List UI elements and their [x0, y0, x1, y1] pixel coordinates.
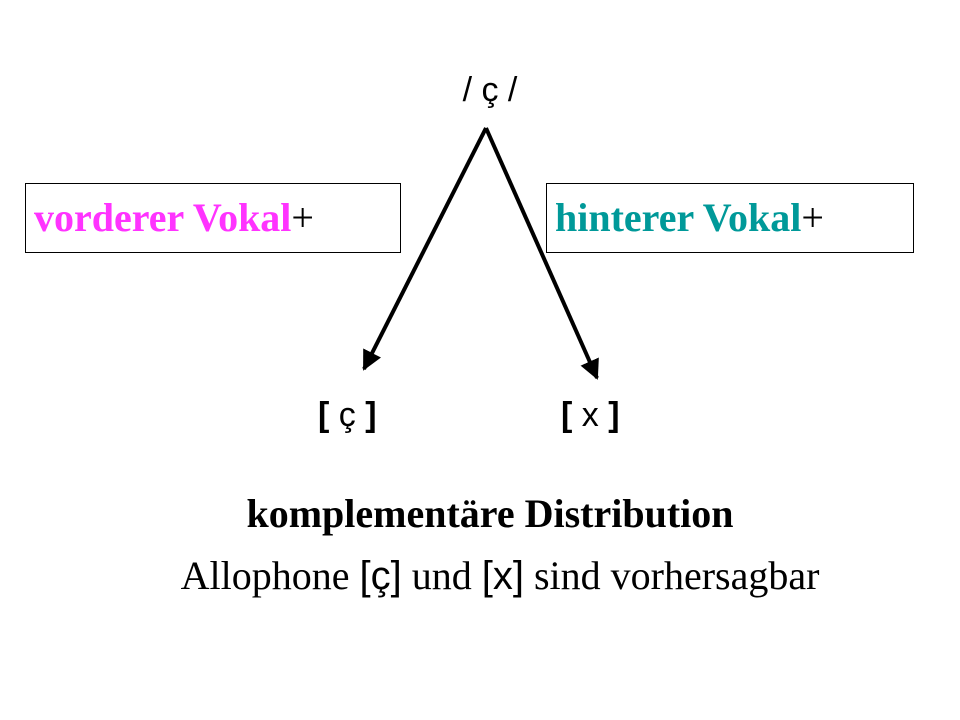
phoneme-label: / ç /: [462, 71, 518, 109]
allophone-velar-close: ]: [608, 396, 620, 434]
front-vowel-condition-box: vorderer Vokal+: [25, 183, 401, 253]
right-branch-arrow: [484, 127, 599, 380]
front-vowel-plus: +: [291, 195, 314, 240]
allophone-palatal-close: ]: [365, 396, 377, 434]
allophone-palatal-symbol: ç: [329, 396, 366, 434]
caption-title: komplementäre Distribution: [246, 491, 734, 536]
back-vowel-condition-box: hinterer Vokal+: [546, 183, 914, 253]
caption-subtitle: Allophone [ç] und [x] sind vorhersagbar: [0, 550, 960, 602]
allophone-velar-open: [: [561, 396, 573, 434]
allophone-palatal-open: [: [318, 396, 330, 434]
front-vowel-condition: vorderer Vokal+: [34, 192, 314, 244]
allophone-palatal: [ ç ]: [318, 393, 377, 437]
caption-sub-symbol-velar: [x]: [481, 554, 524, 598]
front-vowel-label: vorderer Vokal: [34, 195, 292, 240]
caption-sub-part1: Allophone: [180, 553, 360, 598]
back-vowel-label: hinterer Vokal: [555, 195, 802, 240]
caption-sub-part2: und: [401, 553, 482, 598]
back-vowel-plus: +: [801, 195, 824, 240]
back-vowel-condition: hinterer Vokal+: [555, 192, 824, 244]
allophone-velar-symbol: x: [572, 396, 609, 434]
allophone-velar: [ x ]: [561, 393, 620, 437]
caption-sub-part3: sind vorhersagbar: [523, 553, 820, 598]
caption-sub-symbol-palatal: [ç]: [359, 554, 402, 598]
